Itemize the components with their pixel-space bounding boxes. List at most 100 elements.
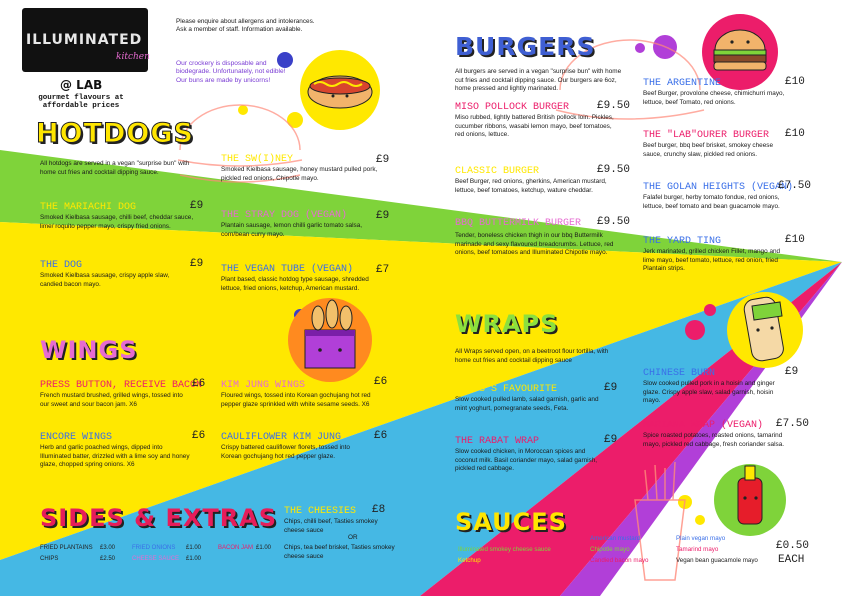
wrap-item-desc: Slow cooked pulled pork in a hoisin and … (643, 380, 775, 405)
hotdog-item-desc: Smoked Kielbasa sausage, crispy apple sl… (40, 272, 170, 288)
neon-fries-outline (634, 461, 686, 581)
burger-item-price: £7.50 (778, 180, 812, 192)
ray-blue (0, 262, 842, 596)
wrap-illustration (727, 292, 803, 368)
wrap-item-desc: Slow cooked chicken, in Moroccan spices … (455, 448, 598, 473)
wrap-item-price: £9 (785, 366, 799, 378)
wings-item-name: KIM JUNG WINGS (221, 380, 306, 391)
burger-item-desc: Beef burger, bbq beef brisket, smokey ch… (643, 142, 774, 158)
cheesies-price: £8 (372, 504, 386, 516)
cheesies-desc-2: Chips, tea beef brisket, Tasties smokey … (284, 544, 395, 560)
side-item-name: CHIPS (40, 556, 59, 562)
logo-script: kitchen (116, 52, 150, 62)
wrap-item-price: £9 (604, 434, 618, 446)
sauce-bottle-illustration (714, 464, 786, 536)
side-item-price: £1.00 (186, 556, 202, 562)
hotdog-item-desc: Plant based, classic hotdog type sausage… (221, 276, 369, 292)
ray-yellow (0, 222, 842, 560)
burger-item-desc: Beef Burger, red onions, gherkins, Ameri… (455, 178, 607, 194)
side-item-price: £3.00 (100, 545, 116, 551)
burger-item-name: THE GOLAN HEIGHTS (VEGAN) (643, 182, 794, 193)
burger-item-desc: Beef Burger, provolone cheese, chimichur… (643, 90, 785, 106)
burger-illustration (702, 14, 778, 90)
burger-item-price: £9.50 (597, 216, 631, 228)
wrap-item-name: CHINESE BURN (643, 368, 716, 379)
hotdog-item-name: THE STRAY DOG (VEGAN) (221, 210, 348, 221)
burger-item-price: £9.50 (597, 100, 631, 112)
sauces-heading: SAUCES (455, 508, 567, 536)
cheesies-desc-1: Chips, chilli beef, Tasties smokey chees… (284, 518, 378, 534)
cheesies-or: OR (348, 534, 358, 541)
wraps-heading: WRAPS (455, 310, 559, 338)
wings-item-name: PRESS BUTTON, RECEIVE BACON (40, 380, 203, 391)
burger-item-name: CLASSIC BURGER (455, 166, 540, 177)
burger-item-name: MISO POLLOCK BURGER (455, 102, 570, 113)
dot (277, 52, 293, 68)
hotdog-item-price: £9 (376, 210, 390, 222)
dot (635, 43, 645, 53)
hotdog-item-name: THE DOG (40, 260, 83, 271)
burger-item-name: THE YARD TING (643, 236, 722, 247)
hotdog-item-price: £9 (190, 200, 204, 212)
wrap-item-desc: Slow cooked pulled lamb, salad garnish, … (455, 396, 599, 412)
logo (22, 8, 148, 72)
wings-bucket-illustration (288, 298, 372, 382)
wings-item-desc: Herb and garlic poached wings, dipped in… (40, 444, 190, 469)
lab-label: @ LAB (60, 78, 103, 92)
hotdog-item-price: £7 (376, 264, 390, 276)
sauce-item: Illuminated smokey cheese sauce (458, 546, 551, 553)
burger-item-desc: Falafel burger, herby tomato fondue, red… (643, 194, 780, 210)
dot (695, 515, 705, 525)
hotdog-item-name: THE MARIACHI DOG (40, 202, 137, 213)
wraps-intro: All Wraps served open, on a beetroot flo… (455, 348, 609, 364)
burgers-intro: All burgers are served in a vegan "surpr… (455, 68, 622, 93)
wrap-item-name: MARIANA WRAP (VEGAN) (643, 420, 764, 431)
dot (704, 304, 716, 316)
burger-item-price: £10 (785, 234, 805, 246)
tagline: gourmet flavours at affordable prices (38, 94, 124, 110)
sauce-price-each: EACH (778, 554, 805, 566)
burger-item-desc: Jerk marinated, grilled chicken Fillet, … (643, 248, 781, 273)
side-item-price: £1.00 (256, 545, 272, 551)
wings-item-desc: Floured wings, tossed into Korean gochuj… (221, 392, 371, 408)
hotdog-item-desc: Smoked Kielbasa sausage, honey mustard p… (221, 166, 378, 182)
burger-item-name: BBQ BUTTERMILK BURGER (455, 218, 582, 229)
wrap-item-desc: Spice roasted potatoes, roasted onions, … (643, 432, 785, 448)
side-item-name: BACON JAM (218, 545, 254, 551)
wings-item-price: £6 (374, 430, 388, 442)
hotdog-item-price: £9 (190, 258, 204, 270)
wings-heading: WINGS (40, 336, 138, 364)
wings-item-price: £6 (192, 430, 206, 442)
ray-green (0, 150, 842, 262)
wrap-item-price: £7.50 (776, 418, 810, 430)
sauce-item: Tamarind mayo (676, 546, 719, 553)
sauce-item: Vegan bean guacamole mayo (676, 557, 758, 564)
sauce-item: Ketchup (458, 557, 481, 564)
burger-item-price: £10 (785, 128, 805, 140)
side-item-name: FRIED ONIONS (132, 545, 176, 551)
dot (238, 105, 248, 115)
burger-item-desc: Miso rubbed, lightly battered British po… (455, 114, 614, 139)
allergen-notice: Please enquire about allergens and intol… (176, 18, 315, 33)
wrap-item-name: THE RABAT WRAP (455, 436, 540, 447)
dot (287, 112, 303, 128)
sauce-item: Plain vegan mayo (676, 535, 726, 542)
wings-item-name: CAULIFLOWER KIM JUNG (221, 432, 342, 443)
hotdog-illustration (300, 50, 380, 130)
side-item-price: £1.00 (186, 545, 202, 551)
burger-item-name: THE ARGENTINE (643, 78, 722, 89)
hotdog-item-name: THE VEGAN TUBE (VEGAN) (221, 264, 354, 275)
hotdog-item-price: £9 (376, 154, 390, 166)
burger-item-price: £9.50 (597, 164, 631, 176)
side-item-name: FRIED PLANTAINS (40, 545, 93, 551)
burger-item-price: £10 (785, 76, 805, 88)
side-item-price: £2.50 (100, 556, 116, 562)
cheesies-name: THE CHEESIES (284, 506, 357, 517)
sauce-price: £0.50 (776, 540, 810, 552)
hotdog-item-name: THE SW(I)NEY (221, 154, 294, 165)
wings-item-desc: Crispy battered cauliflower florets, tos… (221, 444, 350, 460)
burgers-heading: BURGERS (455, 32, 596, 61)
wings-item-name: ENCORE WINGS (40, 432, 113, 443)
